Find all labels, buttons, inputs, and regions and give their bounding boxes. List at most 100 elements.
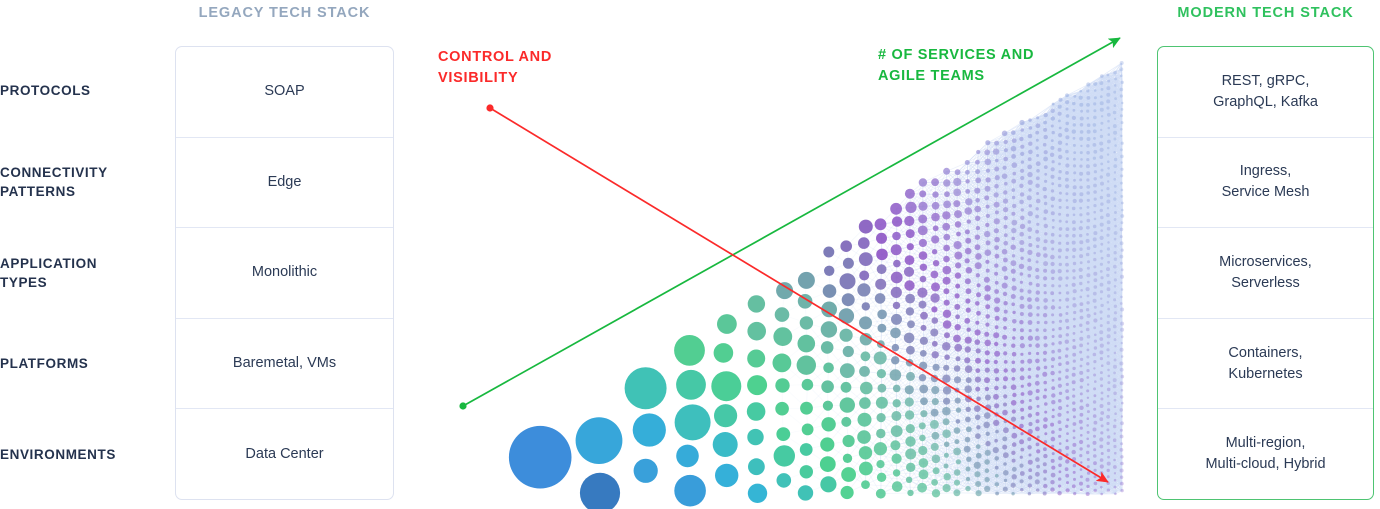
node-dot: [975, 253, 982, 260]
node-dot: [1051, 320, 1055, 324]
node-dot: [1086, 123, 1091, 127]
node-dot: [1058, 191, 1062, 195]
node-dot: [1065, 100, 1070, 105]
node-dot: [1027, 171, 1033, 178]
node-dot: [1058, 405, 1063, 411]
node-dot: [942, 276, 951, 285]
node-dot: [1043, 195, 1047, 199]
node-dot: [1058, 334, 1063, 338]
node-dot: [918, 251, 928, 260]
node-dot: [1065, 93, 1069, 98]
node-dot: [1065, 114, 1070, 118]
node-dot: [575, 417, 623, 464]
node-dot: [943, 299, 950, 306]
node-dot: [1020, 160, 1025, 164]
node-dot: [1086, 355, 1090, 359]
node-dot: [1035, 290, 1040, 295]
node-dot: [1043, 298, 1048, 303]
node-dot: [1058, 205, 1062, 209]
node-dot: [918, 469, 929, 480]
node-dot: [1085, 321, 1090, 325]
node-dot: [1043, 283, 1047, 288]
node-dot: [1086, 150, 1090, 155]
node-dot: [1092, 352, 1097, 357]
node-dot: [1100, 303, 1104, 308]
node-dot: [954, 343, 963, 352]
node-dot: [1043, 112, 1048, 118]
node-dot: [985, 168, 991, 173]
node-dot: [965, 237, 972, 244]
node-dot: [1027, 273, 1032, 278]
node-dot: [1020, 128, 1024, 132]
node-dot: [1120, 248, 1124, 252]
node-dot: [876, 428, 886, 439]
node-dot: [1093, 461, 1097, 466]
node-dot: [1001, 266, 1008, 272]
node-dot: [676, 369, 706, 400]
node-dot: [974, 376, 982, 383]
node-fan-svg: [459, 37, 1125, 509]
node-dot: [1092, 237, 1097, 242]
node-dot: [1079, 123, 1084, 127]
node-dot: [955, 283, 961, 289]
node-dot: [984, 331, 990, 337]
node-dot: [1099, 417, 1104, 422]
node-dot: [974, 244, 981, 251]
node-dot: [1113, 251, 1117, 255]
node-dot: [984, 485, 991, 492]
node-dot: [1066, 404, 1069, 408]
node-dot: [1011, 138, 1017, 144]
node-dot: [774, 307, 790, 322]
node-dot: [1093, 163, 1097, 168]
node-dot: [775, 401, 789, 416]
node-dot: [954, 272, 962, 279]
node-dot: [1093, 81, 1098, 86]
node-dot: [984, 468, 990, 474]
node-dot: [1093, 285, 1098, 289]
node-dot: [953, 188, 962, 197]
node-dot: [1092, 291, 1097, 296]
node-dot: [820, 321, 838, 338]
node-dot: [1036, 313, 1040, 317]
node-dot: [975, 444, 981, 449]
node-dot: [1093, 190, 1097, 194]
node-dot: [1051, 130, 1055, 135]
node-dot: [1020, 215, 1025, 220]
modern-cell-platforms: Containers, Kubernetes: [1158, 319, 1373, 410]
node-dot: [1093, 210, 1096, 214]
node-dot: [1093, 197, 1097, 201]
node-dot: [931, 479, 938, 486]
node-dot: [1099, 310, 1103, 314]
node-dot: [1078, 274, 1083, 279]
node-dot: [1003, 360, 1008, 364]
node-dot: [1106, 341, 1110, 345]
node-dot: [963, 445, 971, 453]
node-dot: [1119, 227, 1124, 232]
node-dot: [890, 244, 902, 256]
node-dot: [1065, 291, 1070, 295]
node-dot: [1086, 89, 1090, 93]
modern-cell-text: Ingress, Service Mesh: [1222, 161, 1310, 203]
node-dot: [1079, 130, 1084, 134]
node-dot: [1050, 422, 1055, 427]
node-dot: [1043, 201, 1048, 206]
node-dot: [1044, 232, 1048, 236]
node-dot: [892, 301, 901, 310]
node-dot: [1121, 101, 1124, 105]
node-dot: [1036, 351, 1040, 356]
node-dot: [1120, 74, 1123, 77]
node-dot: [931, 282, 940, 292]
node-dot: [994, 166, 1000, 172]
node-dot: [1072, 108, 1076, 112]
node-dot: [1002, 409, 1008, 416]
node-dot: [1086, 171, 1091, 176]
node-dot: [1093, 109, 1097, 113]
node-dot: [797, 294, 813, 309]
node-dot: [1011, 367, 1016, 373]
node-dot: [975, 433, 981, 439]
node-dot: [1086, 369, 1090, 373]
node-dot: [1058, 198, 1062, 202]
node-dot: [1100, 168, 1104, 172]
node-dot: [966, 456, 972, 462]
node-dot: [1106, 414, 1110, 419]
